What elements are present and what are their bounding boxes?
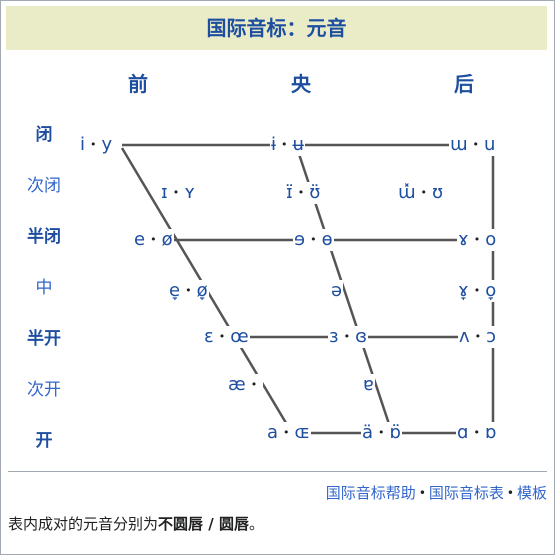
vowel-unrounded[interactable]: ɪ bbox=[161, 182, 168, 203]
footer-links: 国际音标帮助•国际音标表•模板 bbox=[326, 482, 547, 503]
footnote-bold: 不圆唇 / 圆唇 bbox=[158, 515, 249, 533]
vowel-unrounded[interactable]: ɤ̞ bbox=[458, 280, 469, 301]
vowel-rounded[interactable]: ʏ bbox=[184, 182, 196, 203]
vowel-unrounded[interactable]: i bbox=[80, 134, 86, 155]
ipa-chart-link[interactable]: 国际音标表 bbox=[428, 484, 504, 502]
vowel-rounded[interactable]: o bbox=[485, 229, 497, 250]
vowel-rounded[interactable]: œ bbox=[230, 326, 249, 347]
separator-dot: • bbox=[420, 186, 428, 199]
row-header-open: 开 bbox=[35, 431, 53, 451]
vowel-rounded[interactable]: ɔ bbox=[486, 326, 497, 347]
separator-dot: • bbox=[90, 138, 97, 151]
vowel-unrounded[interactable]: ɨ bbox=[271, 134, 277, 155]
vowel-near-open-central[interactable]: ɐ bbox=[362, 374, 375, 396]
footer-divider bbox=[8, 471, 547, 472]
vowel-pair-close-mid-back[interactable]: ɤ • o bbox=[457, 229, 498, 251]
separator-dot: • bbox=[150, 233, 157, 246]
vowel-unrounded[interactable]: ɘ bbox=[294, 229, 306, 250]
vowel-rounded[interactable]: ɒ bbox=[484, 422, 497, 443]
separator-dot: • bbox=[472, 138, 480, 151]
separator-dot: • bbox=[283, 426, 290, 439]
vowel-unrounded[interactable]: ɤ bbox=[458, 229, 469, 250]
vowel-pair-open-back[interactable]: ɑ • ɒ bbox=[456, 422, 498, 444]
vowel-unrounded[interactable]: ɐ bbox=[363, 374, 374, 395]
vowel-pair-mid-front[interactable]: e̞ • ø̞ bbox=[168, 280, 209, 302]
column-header-central: 央 bbox=[291, 72, 311, 96]
separator-dot: • bbox=[185, 284, 192, 297]
vowel-unrounded[interactable]: e̞ bbox=[169, 280, 181, 301]
vowel-pair-open-central[interactable]: ä • ɒ̈ bbox=[361, 422, 402, 444]
separator-dot: • bbox=[250, 378, 258, 391]
separator-dot: • bbox=[474, 330, 482, 343]
footnote-suffix: 。 bbox=[248, 515, 264, 533]
separator-dot: • bbox=[310, 233, 317, 246]
vowel-pair-near-close-back[interactable]: ɯ̽ • ʊ bbox=[397, 182, 445, 204]
vowel-unrounded[interactable]: a bbox=[267, 422, 279, 443]
separator-dot: • bbox=[281, 138, 288, 151]
separator-dot: • bbox=[418, 486, 426, 500]
vowel-unrounded[interactable]: e bbox=[134, 229, 146, 250]
column-header-back: 后 bbox=[454, 72, 474, 96]
vowel-unrounded[interactable]: ɯ̽ bbox=[398, 182, 416, 203]
vowel-rounded[interactable]: y bbox=[101, 134, 113, 155]
vowel-pair-close-mid-front[interactable]: e • ø bbox=[133, 229, 174, 251]
row-header-mid: 中 bbox=[35, 278, 53, 298]
footnote-prefix: 表内成对的元音分别为 bbox=[8, 515, 159, 533]
vowel-unrounded[interactable]: ɪ̈ bbox=[286, 182, 293, 203]
vowel-pair-mid-back[interactable]: ɤ̞ • o̞ bbox=[457, 280, 498, 302]
vowel-pair-close-mid-central[interactable]: ɘ • ɵ bbox=[293, 229, 334, 251]
vowel-rounded[interactable]: ʊ̈ bbox=[309, 182, 321, 203]
column-header-front: 前 bbox=[128, 72, 148, 96]
vowel-pair-open-mid-front[interactable]: ɛ • œ bbox=[203, 326, 250, 348]
vowel-near-open-front[interactable]: æ• bbox=[227, 374, 264, 396]
vowel-rounded[interactable]: ɶ bbox=[294, 422, 310, 443]
row-header-open-mid: 半开 bbox=[27, 329, 61, 349]
vowel-rounded[interactable]: ʉ bbox=[292, 134, 304, 155]
separator-dot: • bbox=[378, 426, 385, 439]
vowel-unrounded[interactable]: ɛ bbox=[204, 326, 214, 347]
vowel-rounded[interactable]: ø bbox=[161, 229, 173, 250]
row-header-near-close: 次闭 bbox=[27, 176, 61, 196]
vowel-unrounded[interactable]: ɑ bbox=[457, 422, 469, 443]
vowel-pair-close-back[interactable]: ɯ • u bbox=[449, 134, 497, 156]
vowel-pair-open-mid-central[interactable]: ɜ • ɞ bbox=[328, 326, 369, 348]
vowel-schwa[interactable]: ə bbox=[331, 280, 343, 301]
vowel-pair-close-central[interactable]: ɨ • ʉ bbox=[270, 134, 305, 156]
template-link[interactable]: 模板 bbox=[516, 484, 547, 502]
row-header-close-mid: 半闭 bbox=[27, 227, 61, 247]
vowel-pair-near-close-central[interactable]: ɪ̈ • ʊ̈ bbox=[285, 182, 322, 204]
vowel-rounded[interactable]: ɒ̈ bbox=[389, 422, 401, 443]
vowel-rounded[interactable]: o̞ bbox=[485, 280, 497, 301]
footnote: 表内成对的元音分别为不圆唇 / 圆唇。 bbox=[8, 513, 264, 534]
vowel-rounded[interactable]: ʊ bbox=[432, 182, 444, 203]
vowel-mid-central[interactable]: ə bbox=[330, 280, 344, 302]
ipa-help-link[interactable]: 国际音标帮助 bbox=[325, 484, 416, 502]
separator-dot: • bbox=[473, 284, 481, 297]
vowel-unrounded[interactable]: ʌ bbox=[459, 326, 470, 347]
separator-dot: • bbox=[473, 233, 481, 246]
chart-title: 国际音标：元音 bbox=[206, 16, 347, 40]
vowel-unrounded[interactable]: ɜ bbox=[329, 326, 339, 347]
separator-dot: • bbox=[218, 330, 226, 343]
vowel-rounded[interactable]: u bbox=[484, 134, 496, 155]
vowel-pair-near-close-front[interactable]: ɪ • ʏ bbox=[160, 182, 197, 204]
vowel-unrounded[interactable]: ɯ bbox=[450, 134, 468, 155]
row-header-close: 闭 bbox=[35, 125, 53, 145]
vowel-unrounded[interactable]: ä bbox=[362, 422, 374, 443]
title-bar: 国际音标：元音 bbox=[6, 6, 547, 50]
row-header-near-open: 次开 bbox=[27, 380, 61, 400]
separator-dot: • bbox=[473, 426, 480, 439]
separator-dot: • bbox=[172, 186, 180, 199]
vowel-unrounded[interactable]: æ bbox=[228, 374, 246, 395]
vowel-rounded[interactable]: ɞ bbox=[355, 326, 368, 347]
separator-dot: • bbox=[297, 186, 305, 199]
vowel-pair-open-mid-back[interactable]: ʌ • ɔ bbox=[458, 326, 498, 348]
vowel-pair-open-front[interactable]: a • ɶ bbox=[266, 422, 311, 444]
separator-dot: • bbox=[506, 486, 514, 500]
separator-dot: • bbox=[343, 330, 351, 343]
vowel-rounded[interactable]: ɵ bbox=[321, 229, 333, 250]
vowel-rounded[interactable]: ø̞ bbox=[196, 280, 208, 301]
vowel-pair-close-front[interactable]: i • y bbox=[79, 134, 114, 156]
